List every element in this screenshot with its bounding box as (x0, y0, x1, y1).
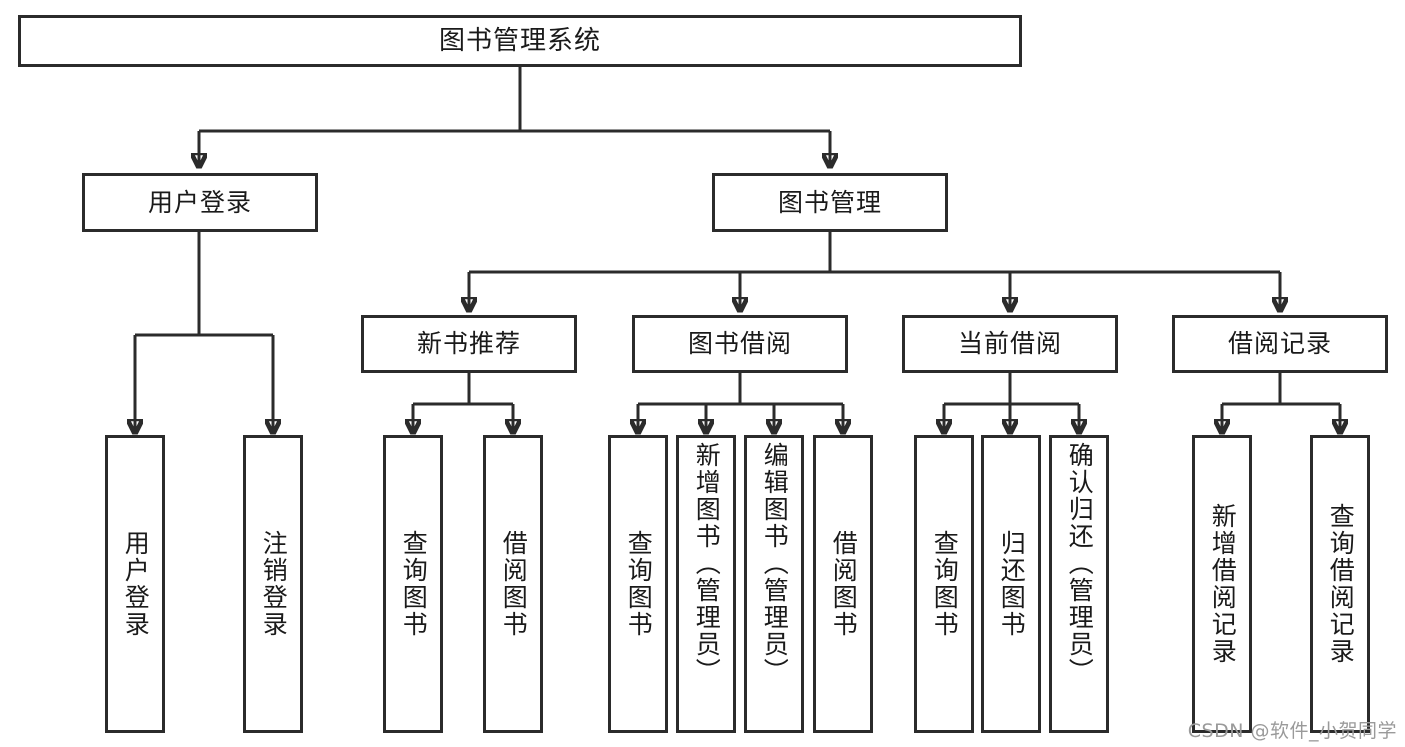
csdn-watermark: CSDN @软件_小贺同学 (1187, 720, 1397, 742)
node-label: 用户登录 (147, 187, 252, 217)
node-current-borrow[interactable]: 当前借阅 (902, 315, 1118, 373)
node-leaf-user-login-logout[interactable]: 注销登录 (243, 435, 303, 733)
node-label: 图书借阅 (687, 329, 792, 359)
node-label: 归还图书 (997, 530, 1027, 638)
node-user-login[interactable]: 用户登录 (82, 173, 318, 232)
leaf-text-wrap: 借阅图书 (816, 438, 870, 730)
node-leaf-borrow-record-add[interactable]: 新增借阅记录 (1192, 435, 1252, 733)
node-leaf-user-login-login[interactable]: 用户登录 (105, 435, 165, 733)
node-new-book-recommend[interactable]: 新书推荐 (361, 315, 577, 373)
node-label: 图书管理系统 (438, 25, 601, 56)
node-label: 注销登录 (259, 530, 289, 638)
node-leaf-current-borrow-return[interactable]: 归还图书 (981, 435, 1041, 733)
node-leaf-book-borrow-add[interactable]: 新增图书（管理员） (676, 435, 736, 733)
leaf-text-wrap: 查询图书 (917, 438, 971, 730)
node-leaf-borrow-record-query[interactable]: 查询借阅记录 (1310, 435, 1370, 733)
leaf-text-wrap: 注销登录 (246, 438, 300, 730)
node-root-book-management-system[interactable]: 图书管理系统 (18, 15, 1022, 67)
node-label: 新增借阅记录 (1208, 503, 1238, 665)
node-leaf-new-book-borrow[interactable]: 借阅图书 (483, 435, 543, 733)
node-leaf-new-book-query[interactable]: 查询图书 (383, 435, 443, 733)
leaf-text-wrap: 新增借阅记录 (1195, 438, 1249, 730)
leaf-text-wrap: 确认归还（管理员） (1052, 438, 1106, 730)
node-label: 编辑图书（管理员） (760, 442, 790, 685)
node-label: 新增图书（管理员） (692, 442, 722, 685)
node-book-management[interactable]: 图书管理 (712, 173, 948, 232)
leaf-text-wrap: 查询借阅记录 (1313, 438, 1367, 730)
node-borrow-record[interactable]: 借阅记录 (1172, 315, 1388, 373)
node-label: 借阅记录 (1227, 329, 1332, 359)
node-label: 查询图书 (624, 530, 654, 638)
node-leaf-current-borrow-confirm[interactable]: 确认归还（管理员） (1049, 435, 1109, 733)
node-label: 图书管理 (777, 187, 882, 217)
node-label: 当前借阅 (957, 329, 1062, 359)
node-label: 查询借阅记录 (1326, 503, 1356, 665)
leaf-text-wrap: 查询图书 (386, 438, 440, 730)
leaf-text-wrap: 归还图书 (984, 438, 1038, 730)
node-label: 新书推荐 (416, 329, 521, 359)
node-label: 借阅图书 (829, 530, 859, 638)
node-leaf-book-borrow-edit[interactable]: 编辑图书（管理员） (744, 435, 804, 733)
node-label: 确认归还（管理员） (1065, 442, 1095, 685)
node-label: 借阅图书 (499, 530, 529, 638)
node-label: 查询图书 (399, 530, 429, 638)
leaf-text-wrap: 查询图书 (611, 438, 665, 730)
leaf-text-wrap: 用户登录 (108, 438, 162, 730)
node-book-borrow[interactable]: 图书借阅 (632, 315, 848, 373)
node-leaf-current-borrow-query[interactable]: 查询图书 (914, 435, 974, 733)
node-leaf-book-borrow-query[interactable]: 查询图书 (608, 435, 668, 733)
node-label: 用户登录 (121, 530, 151, 638)
leaf-text-wrap: 编辑图书（管理员） (747, 438, 801, 730)
leaf-text-wrap: 借阅图书 (486, 438, 540, 730)
leaf-text-wrap: 新增图书（管理员） (679, 438, 733, 730)
node-leaf-book-borrow-borrow[interactable]: 借阅图书 (813, 435, 873, 733)
node-label: 查询图书 (930, 530, 960, 638)
